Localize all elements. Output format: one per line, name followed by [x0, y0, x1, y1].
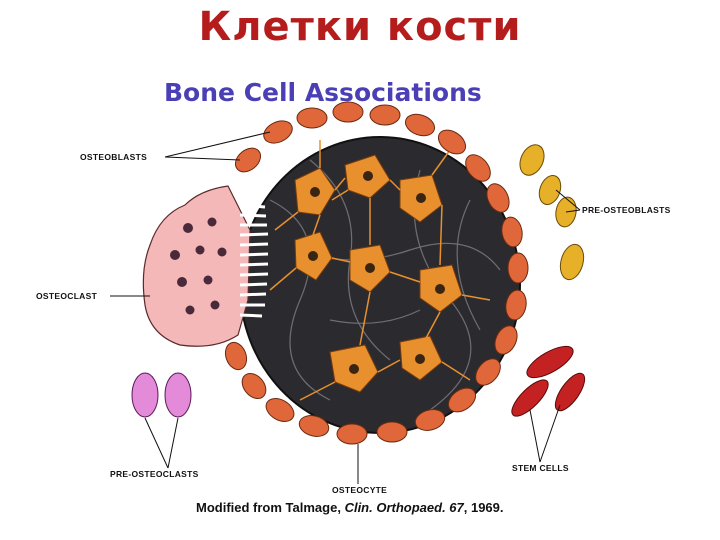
osteoblasts [224, 101, 529, 445]
caption-suffix: , 1969. [463, 500, 504, 515]
label-pre-osteoblasts: PRE-OSTEOBLASTS [582, 205, 671, 215]
label-osteocyte: OSTEOCYTE [332, 485, 388, 495]
osteoclast [142, 185, 251, 347]
label-stem-cells: STEM CELLS [512, 463, 569, 473]
diagram-title: Bone Cell Associations [164, 78, 482, 107]
label-osteoblasts: OSTEOBLASTS [80, 152, 148, 162]
osteocyte-nuclei [308, 171, 445, 374]
slide-title: Клетки кости [198, 4, 522, 50]
pre-osteoclasts [131, 372, 192, 418]
label-osteoclast: OSTEOCLAST [36, 291, 98, 301]
leader-lines [110, 131, 581, 484]
ruffled-border [239, 193, 269, 318]
caption-journal: Clin. Orthopaed. 67 [344, 500, 464, 515]
label-pre-osteoclasts: PRE-OSTEOCLASTS [110, 469, 199, 479]
pre-osteoblasts [519, 144, 585, 281]
canaliculi [269, 140, 491, 401]
figure-caption: Modified from Talmage, Clin. Orthopaed. … [196, 500, 504, 515]
caption-prefix: Modified from Talmage, [196, 500, 345, 515]
osteoclast-nuclei [170, 217, 227, 315]
stem-cells [511, 345, 586, 417]
